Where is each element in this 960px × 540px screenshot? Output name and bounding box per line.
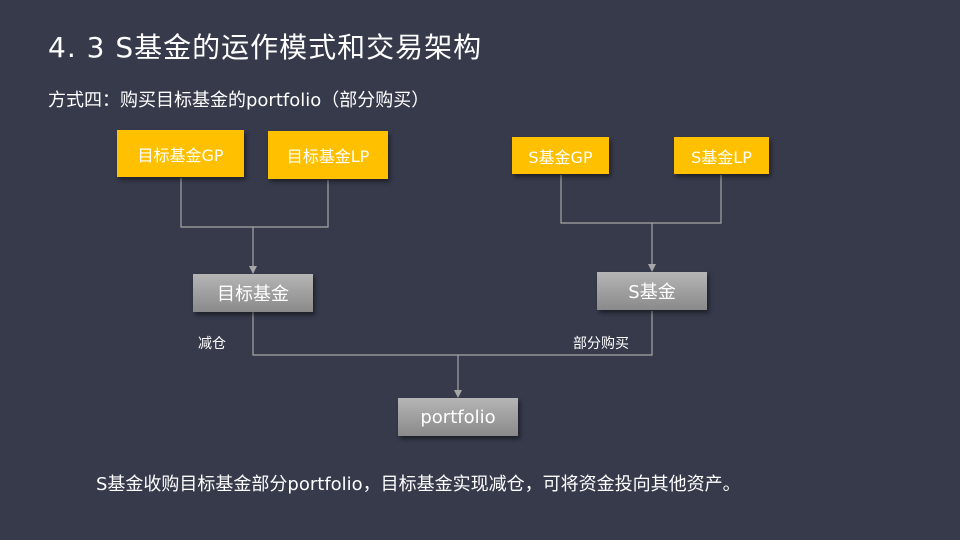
s-fund-box: S基金 [597, 272, 707, 310]
target-lp-box: 目标基金LP [268, 131, 388, 179]
reduce-position-label: 减仓 [198, 336, 226, 352]
page-subtitle: 方式四：购买目标基金的portfolio（部分购买） [48, 90, 430, 111]
target-gp-box: 目标基金GP [117, 130, 244, 177]
partial-purchase-label: 部分购买 [573, 336, 629, 352]
funds-to-portfolio-connector [252, 311, 653, 356]
summary-caption: S基金收购目标基金部分portfolio，目标基金实现减仓，可将资金投向其他资产… [96, 474, 741, 495]
s-gp-box: S基金GP [512, 137, 609, 174]
target-fund-box: 目标基金 [193, 274, 313, 312]
s-owners-connector [560, 175, 722, 224]
s-lp-box: S基金LP [674, 137, 769, 174]
page-title: 4. 3 S基金的运作模式和交易架构 [48, 31, 483, 64]
portfolio-box: portfolio [398, 398, 518, 436]
target-owners-connector [180, 178, 329, 228]
